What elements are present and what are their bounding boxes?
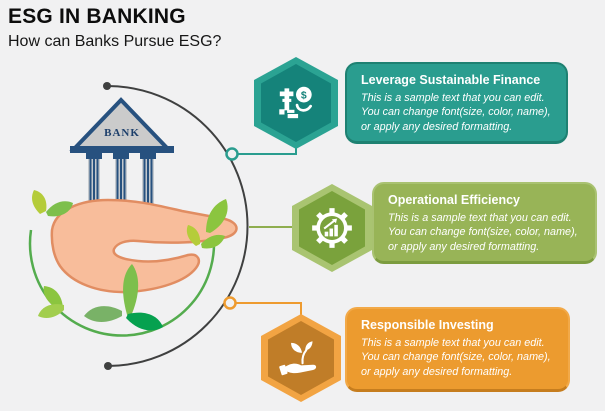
- item-card-operational-efficiency: Operational Efficiency This is a sample …: [372, 182, 597, 264]
- card-body-line: or apply any desired formatting.: [361, 120, 513, 133]
- item-card-sustainable-finance: Leverage Sustainable Finance This is a s…: [345, 62, 568, 144]
- hand-sprout-icon: [279, 341, 317, 376]
- bank-label: BANK: [104, 127, 140, 139]
- page-subtitle: How can Banks Pursue ESG?: [8, 33, 222, 50]
- card-title: Operational Efficiency: [388, 193, 520, 207]
- card-body-line: You can change font(size, color, name),: [361, 106, 551, 119]
- hex-badge-operational-efficiency: [292, 184, 372, 272]
- connector-responsible-investing: [223, 296, 302, 316]
- card-title: Leverage Sustainable Finance: [361, 73, 541, 87]
- anchor-dot-orange: [223, 296, 237, 310]
- anchor-dot-teal: [225, 147, 239, 161]
- card-body-line: This is a sample text that you can edit.: [361, 337, 545, 349]
- hand-shape: [50, 198, 238, 294]
- page-title: ESG IN BANKING: [8, 5, 186, 28]
- bank-icon: BANK: [69, 97, 190, 227]
- green-circle: [28, 229, 216, 337]
- card-body-line: This is a sample text that you can edit.: [361, 92, 545, 104]
- card-title: Responsible Investing: [361, 318, 494, 332]
- gear-chart-icon: [312, 208, 352, 248]
- leaves: [32, 190, 228, 331]
- hex-badge-sustainable-finance: $: [254, 57, 338, 149]
- item-card-responsible-investing: Responsible Investing This is a sample t…: [345, 307, 570, 392]
- card-body-line: You can change font(size, color, name),: [361, 351, 551, 364]
- card-body-line: or apply any desired formatting.: [388, 240, 540, 253]
- money-bulb-icon: $: [279, 86, 312, 119]
- card-body-line: This is a sample text that you can edit.: [388, 212, 572, 224]
- card-body-line: or apply any desired formatting.: [361, 365, 513, 378]
- card-body-line: You can change font(size, color, name),: [388, 226, 578, 239]
- svg-text:$: $: [301, 90, 307, 101]
- hex-badge-responsible-investing: [261, 314, 341, 402]
- gray-arc: [103, 82, 249, 370]
